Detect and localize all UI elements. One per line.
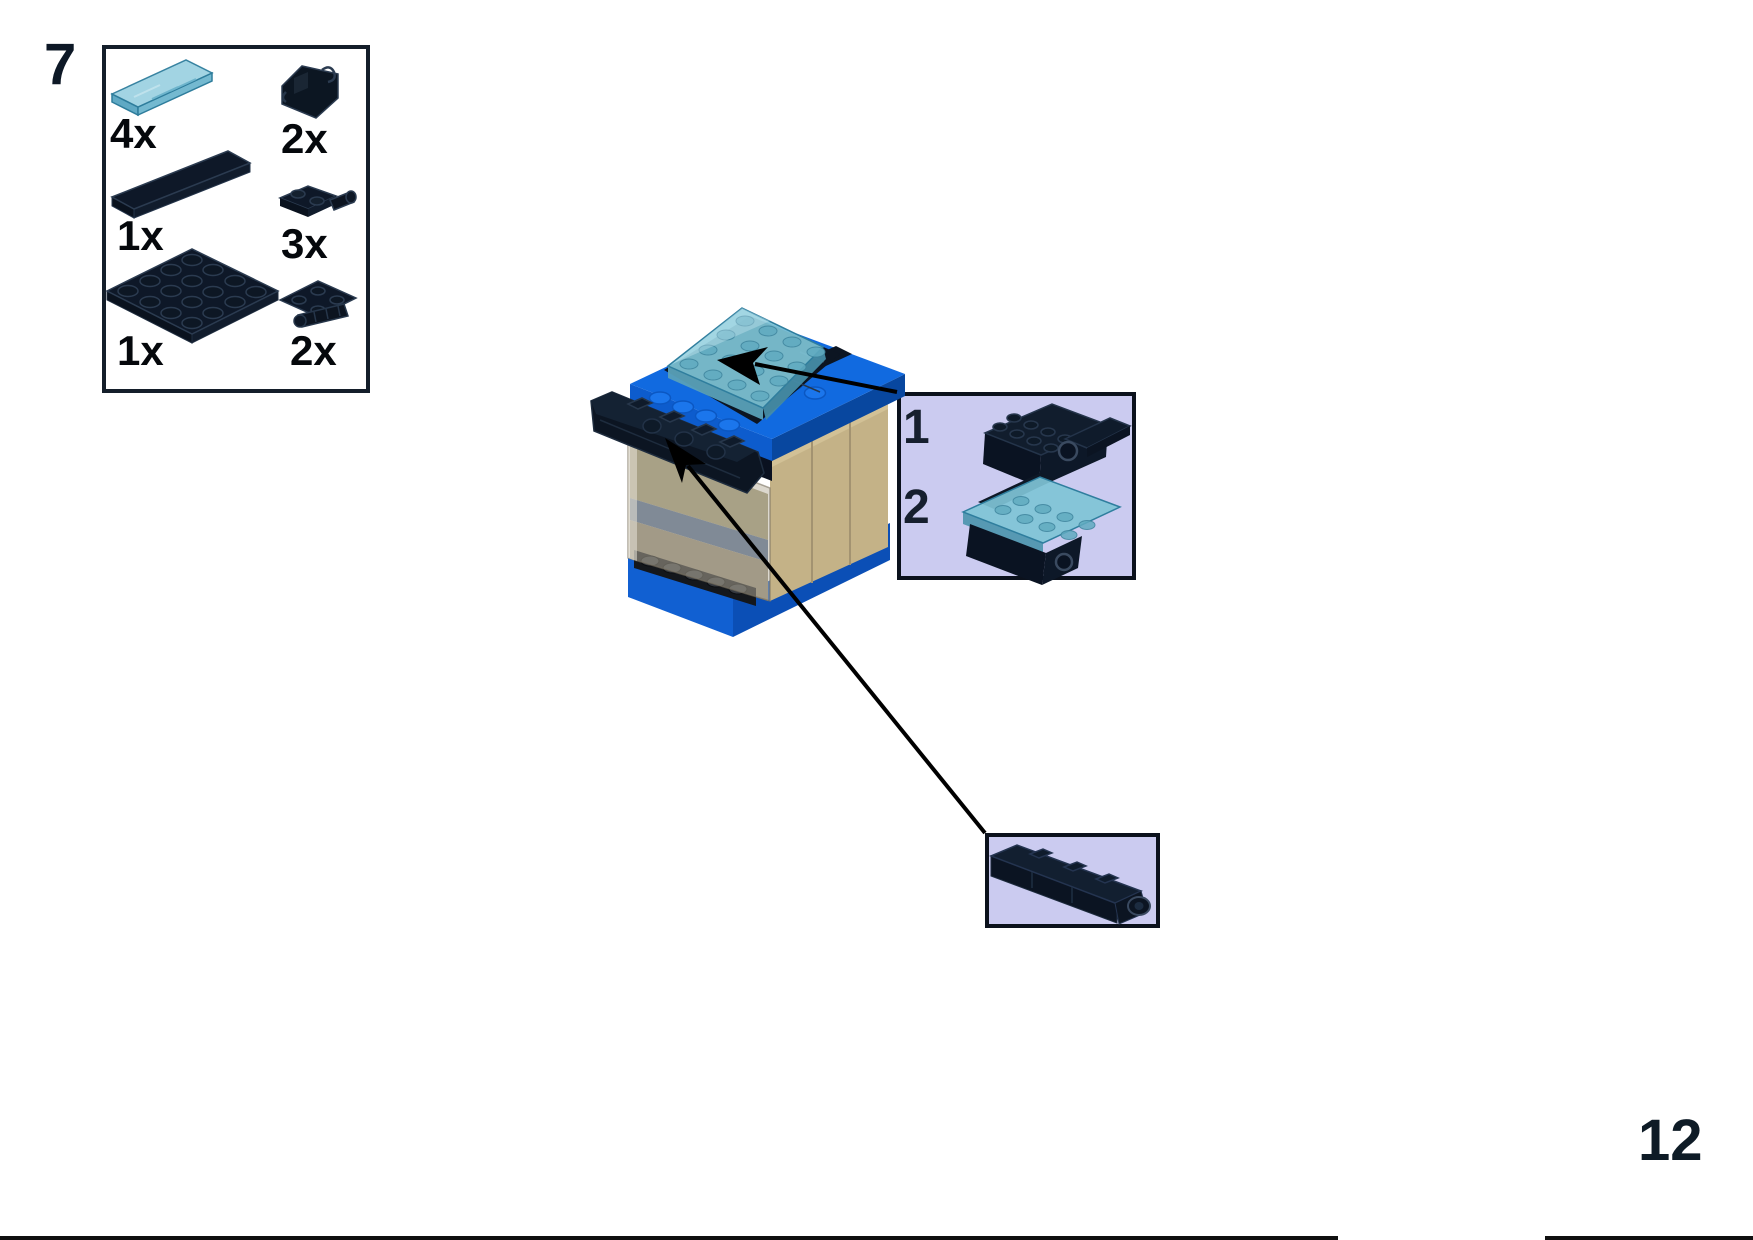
base-right-face <box>733 523 890 637</box>
page-number: 12 <box>1638 1108 1703 1173</box>
main-model <box>590 307 905 637</box>
roof-support <box>664 316 840 424</box>
substep-1-number: 1 <box>903 401 930 454</box>
top-plate-right-face <box>772 374 905 461</box>
interior <box>630 442 768 606</box>
tan-wall <box>770 401 888 601</box>
substep-2-number: 2 <box>903 481 930 534</box>
window-panel <box>627 432 771 603</box>
hinge-clip-far <box>788 346 852 376</box>
trans-roof-panel <box>666 307 826 420</box>
step-number: 7 <box>44 32 77 97</box>
base-left-face <box>628 558 733 637</box>
top-plate-studs <box>648 377 827 432</box>
arrow-to-roof-panel <box>717 347 898 394</box>
substep-callout-box <box>897 392 1136 580</box>
qty-label-5: 1x <box>117 327 164 374</box>
page-bottom-rule-left <box>0 1236 1338 1240</box>
top-plate-left-face <box>630 384 772 461</box>
qty-label-3: 1x <box>117 212 164 259</box>
qty-label-1: 4x <box>110 110 157 157</box>
qty-label-4: 3x <box>281 220 328 267</box>
detail-callout-box <box>985 833 1160 928</box>
qty-label-2: 2x <box>281 115 328 162</box>
qty-label-6: 2x <box>290 327 337 374</box>
front-clip-bar <box>590 391 765 494</box>
top-plate <box>630 321 905 439</box>
page-bottom-rule-right <box>1545 1236 1753 1240</box>
